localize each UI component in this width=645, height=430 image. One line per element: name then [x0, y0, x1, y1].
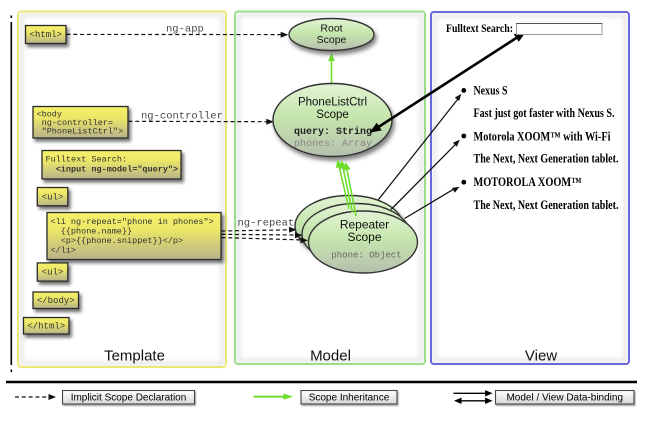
- svg-text:Scope: Scope: [317, 34, 347, 46]
- svg-text:Motorola XOOM™ with Wi-Fi: Motorola XOOM™ with Wi-Fi: [474, 130, 611, 144]
- svg-text:Nexus S: Nexus S: [474, 84, 508, 98]
- svg-text:phone: Object: phone: Object: [331, 250, 401, 260]
- svg-text:Model / View Data-binding: Model / View Data-binding: [506, 393, 623, 404]
- svg-text:<ul>: <ul>: [42, 192, 64, 202]
- svg-text:Scope: Scope: [347, 230, 381, 244]
- svg-text:Fulltext Search:: Fulltext Search:: [46, 154, 128, 164]
- svg-text:View: View: [525, 348, 557, 365]
- svg-text:query: String: query: String: [294, 126, 372, 138]
- svg-text:ng-repeat: ng-repeat: [238, 218, 295, 230]
- svg-text:The Next, Next Generation tabl: The Next, Next Generation tablet.: [474, 198, 619, 212]
- svg-text:</li>: </li>: [51, 245, 77, 255]
- svg-text:{{phone.name}}: {{phone.name}}: [51, 226, 133, 236]
- svg-text:MOTOROLA XOOM™: MOTOROLA XOOM™: [474, 175, 582, 189]
- svg-text:Model: Model: [310, 348, 351, 365]
- svg-text:Fulltext Search:: Fulltext Search:: [446, 21, 513, 35]
- svg-text:Scope Inheritance: Scope Inheritance: [309, 393, 390, 404]
- svg-text:The Next, Next Generation tabl: The Next, Next Generation tablet.: [474, 152, 619, 166]
- svg-text:ng-app: ng-app: [166, 24, 204, 36]
- svg-text:<ul>: <ul>: [42, 268, 64, 278]
- svg-text:Implicit Scope Declaration: Implicit Scope Declaration: [71, 393, 187, 404]
- svg-text:ng-controller: ng-controller: [141, 111, 223, 123]
- svg-text:<html>: <html>: [30, 30, 62, 40]
- svg-text:<li ng-repeat="phone in phones: <li ng-repeat="phone in phones">: [51, 217, 214, 227]
- svg-text:PhoneListCtrl: PhoneListCtrl: [298, 97, 367, 109]
- svg-text:</body>: </body>: [37, 296, 75, 306]
- svg-text:Root: Root: [320, 23, 342, 35]
- svg-text:"PhoneListCtrl">: "PhoneListCtrl">: [37, 126, 124, 136]
- svg-text:Scope: Scope: [316, 109, 349, 121]
- svg-text:phones: Array: phones: Array: [294, 138, 372, 150]
- svg-text:</html>: </html>: [27, 321, 65, 331]
- svg-text:Template: Template: [104, 348, 165, 365]
- svg-text:Fast just got faster with Nexu: Fast just got faster with Nexus S.: [474, 106, 615, 120]
- svg-text:<input ng-model="query">: <input ng-model="query">: [46, 165, 179, 175]
- svg-text:<p>{{phone.snippet}}</p>: <p>{{phone.snippet}}</p>: [51, 236, 184, 246]
